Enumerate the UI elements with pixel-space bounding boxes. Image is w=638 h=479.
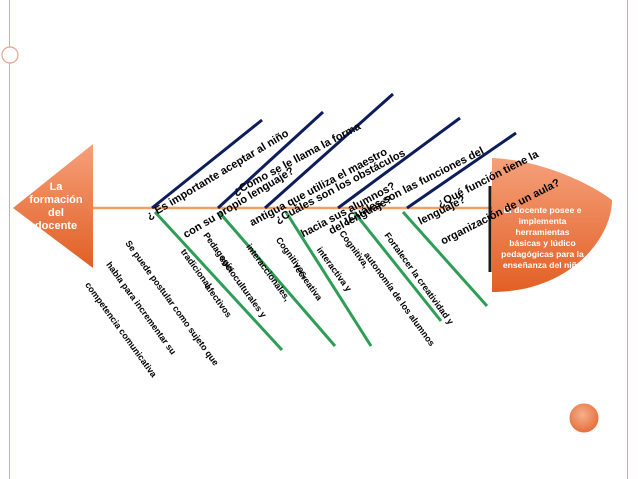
upper-bone-1 [151,118,263,210]
lower-bone-2 [217,211,337,347]
fish-head [492,158,612,292]
head-label: El docente posee e implementa herramient… [501,205,584,270]
right-frame-line [627,0,628,479]
lower-bone-3 [284,211,373,347]
tail-label: La formación del docente [29,181,83,232]
upper-bone-5 [406,131,517,210]
bottom-right-circle [566,400,602,436]
lower-bone-5 [401,211,489,307]
left-frame-line [9,0,10,479]
tail-triangle [13,144,93,268]
top-left-circle [1,46,19,64]
lower-bone-1 [153,210,284,352]
upper-bone-4 [337,116,461,210]
upper-bone-2 [216,110,325,210]
lower-bone-4 [352,211,443,322]
upper-bone-3 [264,92,394,210]
